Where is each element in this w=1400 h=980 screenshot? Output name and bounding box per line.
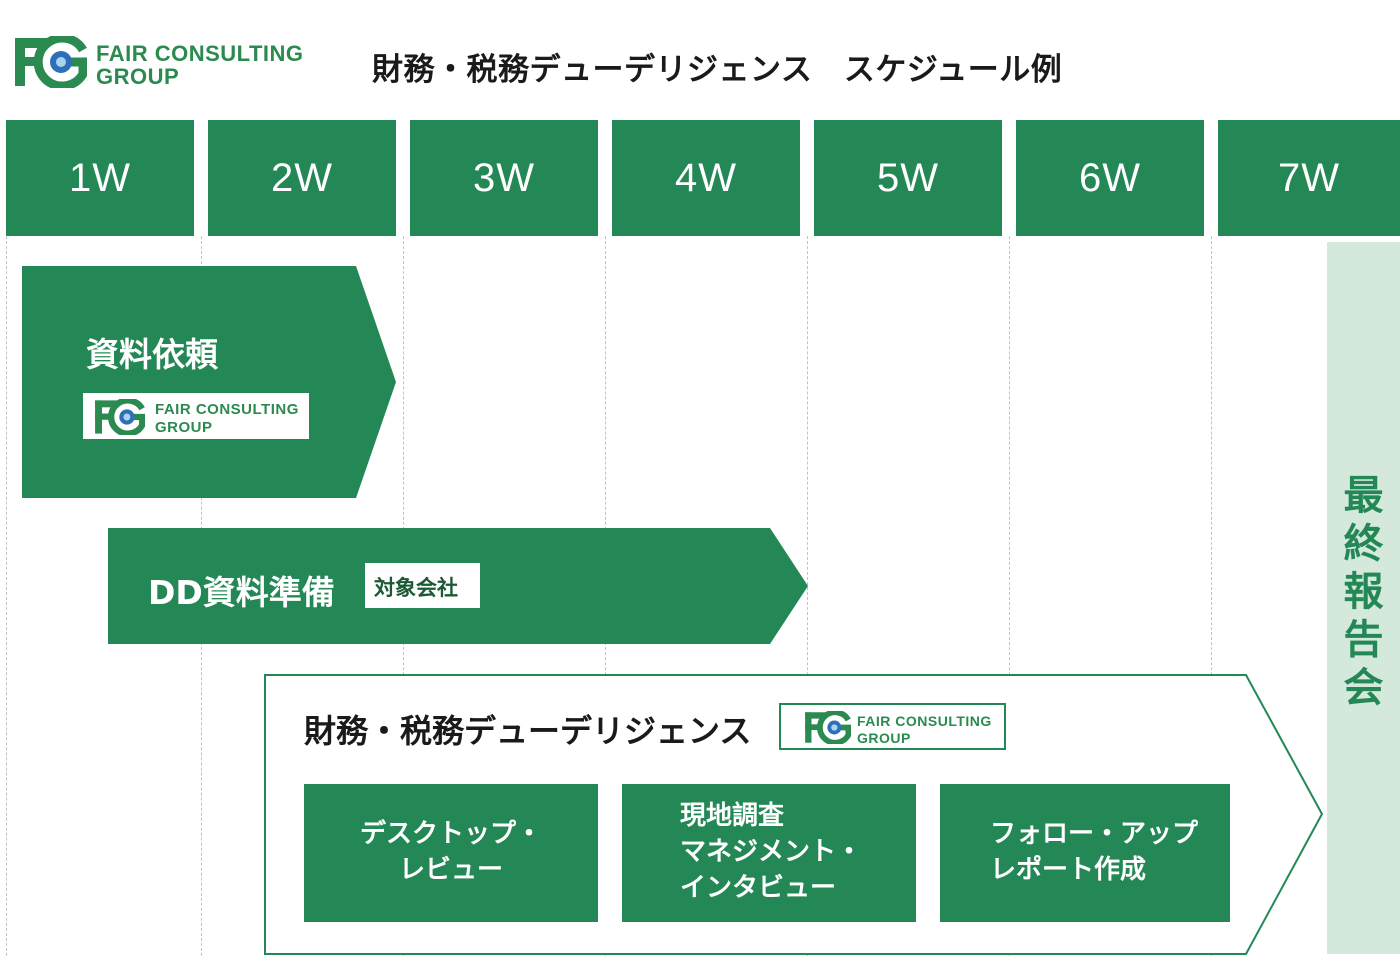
preparation-owner: 対象会社	[374, 576, 458, 600]
final-report-label: 最終報告会	[1327, 472, 1400, 712]
request-owner-logo: FAIR CONSULTING GROUP	[83, 393, 309, 439]
week-1: 1W	[6, 120, 194, 236]
guide-line	[6, 236, 7, 956]
week-5: 5W	[814, 120, 1002, 236]
preparation-owner-box: 対象会社	[365, 563, 480, 608]
week-2: 2W	[208, 120, 396, 236]
fcg-logo-icon	[15, 36, 87, 88]
step-line: 現地調査	[680, 801, 785, 831]
step-onsite-interview: 現地調査 マネジメント・ インタビュー	[622, 784, 916, 922]
guide-line	[1009, 236, 1010, 956]
due-diligence-owner-logo: FAIR CONSULTING GROUP	[779, 703, 1006, 750]
logo-line-1: FAIR CONSULTING	[96, 41, 304, 66]
week-3: 3W	[410, 120, 598, 236]
final-report-char: 報	[1343, 569, 1384, 615]
logo-line-1: FAIR CONSULTING	[857, 713, 992, 729]
logo-line-2: GROUP	[155, 419, 213, 436]
final-report-char: 会	[1343, 665, 1384, 711]
step-line: フォロー・アップ	[990, 819, 1199, 849]
step-line: マネジメント・	[680, 837, 863, 867]
final-report-char: 最	[1343, 473, 1384, 519]
final-report-band	[1327, 242, 1400, 954]
fcg-logo-icon	[805, 711, 851, 744]
guide-line	[807, 236, 808, 956]
step-desktop-review: デスクトップ・ レビュー	[304, 784, 598, 922]
step-line: インタビュー	[680, 873, 837, 903]
fcg-logo-icon	[95, 399, 145, 435]
step-line: デスクトップ・	[359, 819, 542, 849]
page-title: 財務・税務デューデリジェンス スケジュール例	[372, 52, 1063, 88]
guide-line	[1211, 236, 1212, 956]
request-arrow	[22, 266, 396, 498]
preparation-label: DD資料準備	[148, 573, 335, 612]
logo-line-2: GROUP	[96, 64, 180, 89]
final-report-char: 告	[1343, 617, 1384, 663]
step-followup-report: フォロー・アップ レポート作成	[940, 784, 1230, 922]
logo-line-1: FAIR CONSULTING	[155, 401, 299, 418]
logo-line-2: GROUP	[857, 730, 911, 746]
step-line: レポート作成	[990, 855, 1147, 885]
week-4: 4W	[612, 120, 800, 236]
step-line: レビュー	[398, 855, 503, 885]
week-6: 6W	[1016, 120, 1204, 236]
week-7: 7W	[1218, 120, 1400, 236]
request-label: 資料依頼	[86, 335, 218, 374]
due-diligence-label: 財務・税務デューデリジェンス	[304, 712, 752, 750]
final-report-char: 終	[1343, 521, 1384, 567]
